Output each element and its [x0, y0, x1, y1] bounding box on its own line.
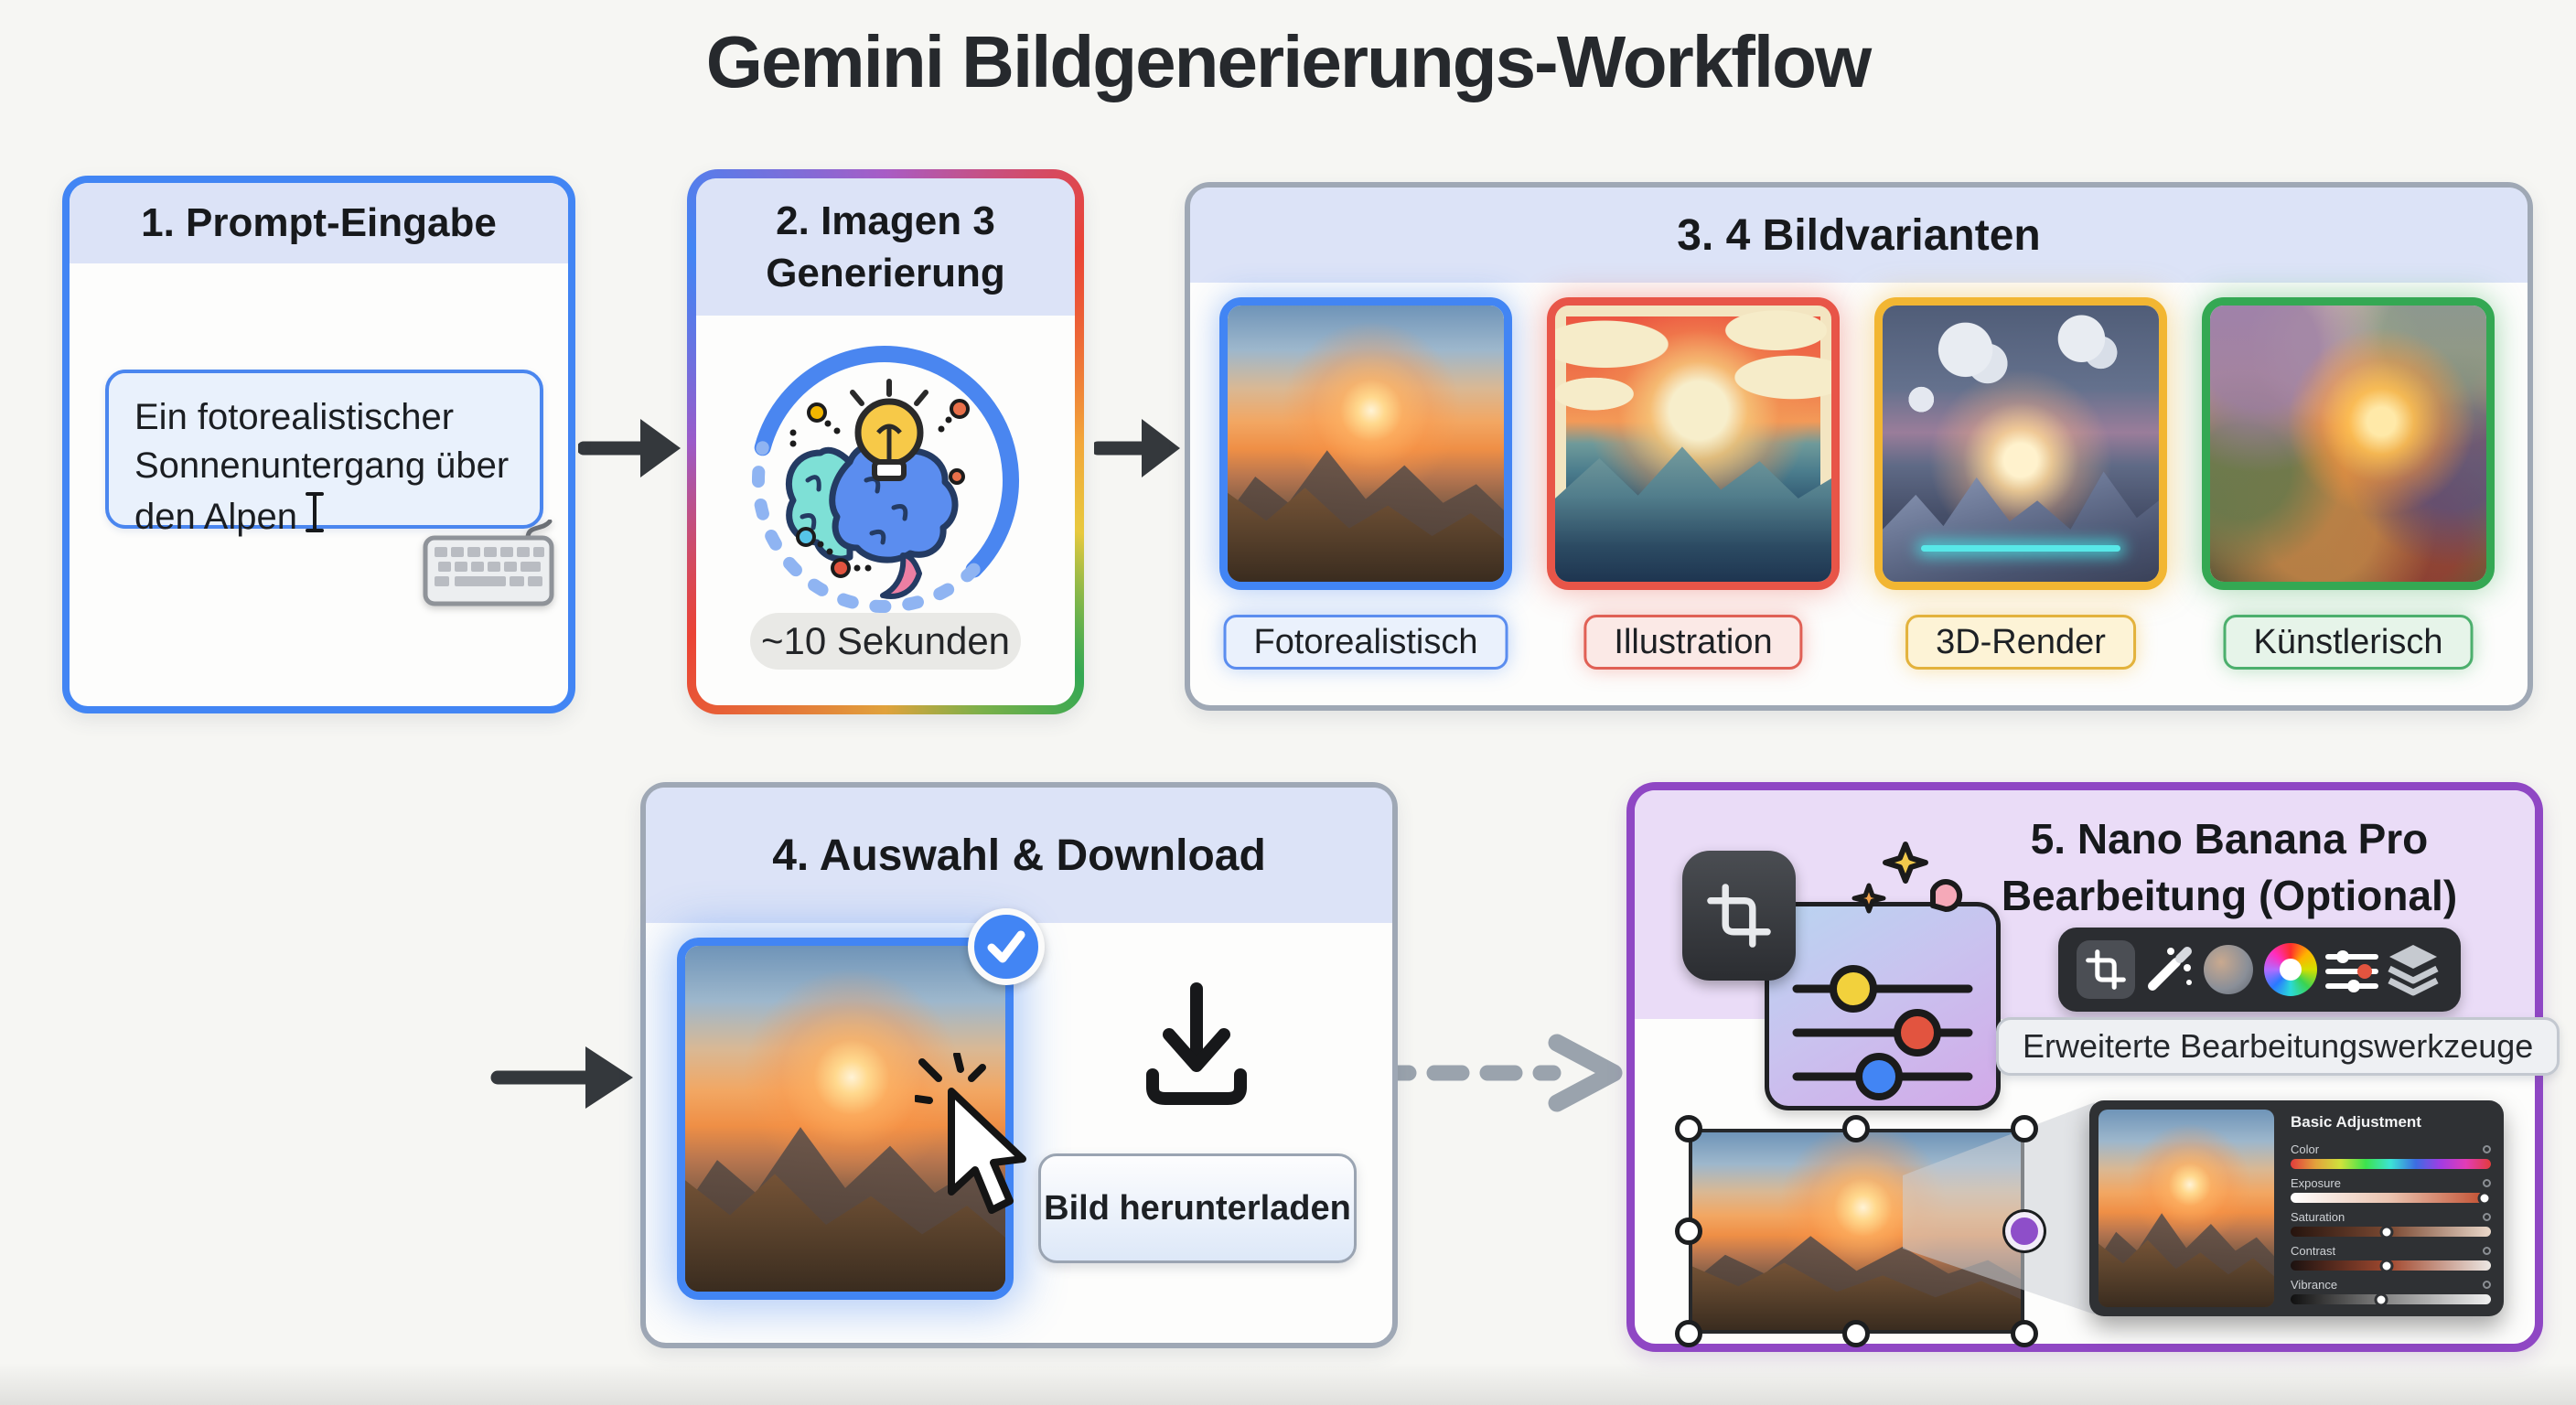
- slider-row-vibrance[interactable]: Vibrance: [2291, 1278, 2491, 1306]
- variant-label-photorealistic: Fotorealistisch: [1223, 615, 1508, 670]
- step5-title: 5. Nano Banana Pro Bearbeitung (Optional…: [1937, 810, 2522, 924]
- generation-progress-ring-icon: [752, 346, 1019, 614]
- 3d-render-art: [1883, 306, 2159, 582]
- layers-icon[interactable]: [2384, 940, 2442, 999]
- variant-3d-render-thumbnail[interactable]: [1874, 297, 2167, 590]
- variant-photorealistic-thumbnail[interactable]: [1219, 297, 1512, 590]
- slider-reset-icon[interactable]: [2483, 1213, 2491, 1221]
- duration-label: ~10 Sekunden: [760, 619, 1011, 662]
- variant-illustration-thumbnail[interactable]: [1547, 297, 1840, 590]
- slider-reset-icon[interactable]: [2483, 1281, 2491, 1289]
- artistic-art: [2210, 306, 2486, 582]
- checkmark-badge-icon: [968, 908, 1045, 985]
- cursor-click-icon: [915, 1053, 1026, 1214]
- prompt-text: Ein fotorealistischer Sonnenuntergang üb…: [134, 397, 510, 537]
- step3-header: 3. 4 Bildvarianten: [1190, 188, 2528, 283]
- slider-label: Vibrance: [2291, 1278, 2338, 1292]
- editor-panel: Basic Adjustment Color Exposure Saturati…: [2089, 1100, 2504, 1316]
- text-cursor-icon: [303, 490, 327, 547]
- step2-header: 2. Imagen 3 Generierung: [696, 178, 1075, 316]
- selection-handle-bottom-left[interactable]: [1675, 1320, 1702, 1347]
- selection-handle-bottom-right[interactable]: [2011, 1320, 2038, 1347]
- step4-header: 4. Auswahl & Download: [646, 788, 1392, 923]
- step1-header: 1. Prompt-Eingabe: [70, 183, 568, 263]
- slider-track-color[interactable]: [2291, 1159, 2491, 1169]
- slider-knob[interactable]: [2374, 1292, 2388, 1306]
- arrow-step1-to-step2: [578, 419, 681, 477]
- slider-row-exposure[interactable]: Exposure: [2291, 1176, 2492, 1205]
- color-wheel-icon[interactable]: [2261, 940, 2320, 999]
- slider-knob[interactable]: [2477, 1191, 2492, 1205]
- download-button-label: Bild herunterladen: [1044, 1188, 1351, 1228]
- selection-handle-bottom-middle[interactable]: [1842, 1320, 1870, 1347]
- zoom-beam: [1903, 1102, 2095, 1314]
- adjustment-sliders-card: [1765, 902, 2001, 1110]
- editor-sliders: Color Exposure Saturation Contrast Vibra…: [2291, 1142, 2492, 1312]
- slider-label: Color: [2291, 1142, 2320, 1156]
- prompt-input[interactable]: Ein fotorealistischer Sonnenuntergang üb…: [105, 370, 543, 537]
- page-title: Gemini Bildgenerierungs-Workflow: [705, 21, 1872, 102]
- step3-card: 3. 4 Bildvarianten Fotorealistisch Illus…: [1185, 182, 2533, 711]
- page-bottom-shadow: [0, 1363, 2576, 1405]
- variant-artistic-thumbnail[interactable]: [2202, 297, 2495, 590]
- magic-wand-icon[interactable]: [2138, 940, 2196, 999]
- photorealistic-art: [1228, 306, 1504, 582]
- slider-label: Exposure: [2291, 1176, 2341, 1190]
- slider-reset-icon[interactable]: [2483, 1179, 2491, 1187]
- crop-app-icon: [1682, 851, 1796, 981]
- arrow-step2-to-step3: [1094, 419, 1180, 477]
- keyboard-icon: [423, 520, 554, 606]
- slider-label: Contrast: [2291, 1244, 2336, 1258]
- selection-handle-middle-left[interactable]: [1675, 1217, 1702, 1245]
- selection-handle-top-left[interactable]: [1675, 1115, 1702, 1142]
- editor-panel-title: Basic Adjustment: [2291, 1113, 2421, 1131]
- selection-handle-top-middle[interactable]: [1842, 1115, 1870, 1142]
- slider-row-contrast[interactable]: Contrast: [2291, 1244, 2491, 1272]
- step2-title-line2: Generierung: [766, 251, 1005, 295]
- download-icon[interactable]: [1140, 980, 1253, 1111]
- tools-label: Erweiterte Bearbeitungswerkzeuge: [2023, 1027, 2534, 1065]
- tools-label-badge: Erweiterte Bearbeitungswerkzeuge: [1996, 1017, 2560, 1076]
- arrow-step4-to-step5-dashed: [1374, 1034, 1623, 1112]
- step4-card: 4. Auswahl & Download Bild herunterladen: [640, 782, 1398, 1348]
- editor-preview-image: [2098, 1110, 2274, 1307]
- step1-title: 1. Prompt-Eingabe: [141, 200, 497, 245]
- slider-reset-icon[interactable]: [2483, 1145, 2491, 1153]
- adjust-sliders-icon[interactable]: [2323, 940, 2381, 999]
- slider-reset-icon[interactable]: [2483, 1247, 2491, 1255]
- slider-row-saturation[interactable]: Saturation: [2291, 1210, 2491, 1239]
- neon-line: [1921, 544, 2120, 552]
- slider-track-saturation[interactable]: [2291, 1225, 2491, 1239]
- selection-handle-middle-right-active[interactable]: [2005, 1212, 2044, 1250]
- variant-label-3d-render: 3D-Render: [1905, 615, 2136, 670]
- slider-track-vibrance[interactable]: [2291, 1292, 2491, 1306]
- slider-knob[interactable]: [2379, 1225, 2394, 1239]
- sparkle-icons: [1852, 842, 1963, 914]
- step5-card: 5. Nano Banana Pro Bearbeitung (Optional…: [1626, 782, 2560, 1352]
- step5-title-line2: Bearbeitung (Optional): [2001, 872, 2458, 920]
- gradient-sphere-icon[interactable]: [2199, 940, 2258, 999]
- editing-toolbar: [2058, 928, 2461, 1012]
- step1-card: 1. Prompt-Eingabe Ein fotorealistischer …: [62, 176, 575, 713]
- slider-track-exposure[interactable]: [2291, 1191, 2492, 1205]
- slider-label: Saturation: [2291, 1210, 2345, 1224]
- arrow-into-step4: [490, 1046, 633, 1109]
- slider-knob[interactable]: [2379, 1259, 2394, 1272]
- variant-label-artistic: Künstlerisch: [2223, 615, 2474, 670]
- crop-icon[interactable]: [2077, 940, 2135, 999]
- step3-title: 3. 4 Bildvarianten: [1677, 210, 2041, 260]
- slider-row-color[interactable]: Color: [2291, 1142, 2491, 1169]
- duration-badge: ~10 Sekunden: [750, 613, 1021, 670]
- download-button[interactable]: Bild herunterladen: [1038, 1153, 1357, 1263]
- slider-track-contrast[interactable]: [2291, 1259, 2491, 1272]
- step4-title: 4. Auswahl & Download: [772, 831, 1266, 880]
- step2-card: 2. Imagen 3 Generierung: [687, 169, 1084, 714]
- selection-handle-top-right[interactable]: [2011, 1115, 2038, 1142]
- step5-title-line1: 5. Nano Banana Pro: [2030, 815, 2429, 863]
- variant-label-illustration: Illustration: [1583, 615, 1803, 670]
- illustration-art: [1555, 306, 1831, 582]
- step2-title-line1: 2. Imagen 3: [776, 198, 995, 243]
- brain-icon: [786, 379, 970, 599]
